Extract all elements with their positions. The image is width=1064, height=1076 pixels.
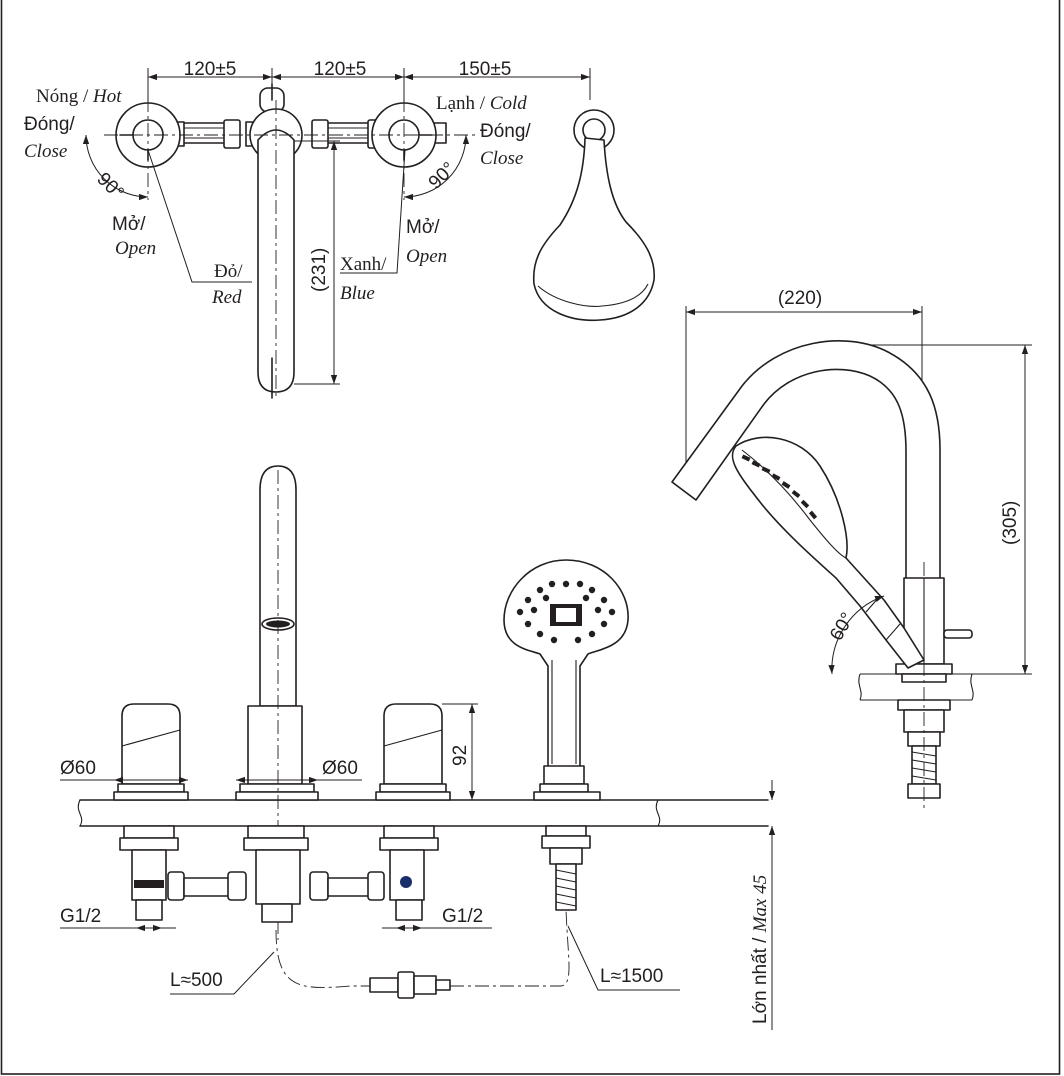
leader-hose-short xyxy=(170,951,275,995)
close-right-en: Close xyxy=(480,148,523,169)
rotation-arc-right xyxy=(403,134,470,201)
leader-hose-long xyxy=(567,925,680,991)
close-left-vi: Đóng/ xyxy=(24,114,75,135)
cold-label-vi: Lạnh / xyxy=(436,93,490,114)
angle-right-label: 90° xyxy=(425,158,460,193)
leader-red xyxy=(147,149,252,283)
angle-arc-60 xyxy=(828,595,885,675)
side-angle-label: 60° xyxy=(826,609,859,644)
dim-left-label: 120±5 xyxy=(184,59,237,80)
cold-label: Lạnh / Cold xyxy=(436,93,527,114)
spout-length-label: (231) xyxy=(309,248,330,292)
top-view: 120±5 120±5 150±5 Nóng / Hot Đóng/ Close… xyxy=(24,59,655,400)
hose-short-label: L≈500 xyxy=(170,970,223,991)
dim-middle-label: 120±5 xyxy=(314,59,367,80)
dim-right-label: 150±5 xyxy=(459,59,512,80)
thread-left-label: G1/2 xyxy=(60,906,101,927)
cold-label-en: Cold xyxy=(490,93,527,114)
front-view: Lớn nhất / Max 45 Ø60 xyxy=(60,465,776,1030)
hot-label-vi: Nóng / xyxy=(36,86,93,107)
hose-long-label: L≈1500 xyxy=(600,966,663,987)
angle-left-label: 90° xyxy=(92,169,127,204)
rotation-arc-left xyxy=(82,134,149,201)
cold-handle-front xyxy=(375,703,451,801)
red-vi: Đỏ/ xyxy=(214,261,243,282)
diverter-knob xyxy=(943,629,973,639)
hot-handle-front xyxy=(113,703,189,801)
arched-spout xyxy=(671,340,941,581)
spout-front xyxy=(235,465,319,940)
hand-shower-front xyxy=(503,559,629,801)
blue-vi: Xanh/ xyxy=(340,254,387,275)
under-deck-assembly xyxy=(119,825,591,999)
max-thickness-vi: Lớn nhất / xyxy=(750,932,771,1024)
open-right-en: Open xyxy=(406,246,447,267)
side-view: (220) (305) xyxy=(671,288,1032,810)
max-thickness-en: Max 45 xyxy=(750,875,771,934)
open-left-vi: Mở/ xyxy=(112,214,146,235)
side-height-label: (305) xyxy=(1000,501,1021,545)
open-right-vi: Mở/ xyxy=(406,217,440,238)
dia-middle-label: Ø60 xyxy=(322,758,358,779)
close-left-en: Close xyxy=(24,141,67,162)
shower-nozzle-row xyxy=(741,454,818,520)
open-left-en: Open xyxy=(115,238,156,259)
handle-height-label: 92 xyxy=(450,745,471,766)
leader-blue xyxy=(340,149,406,274)
side-width-label: (220) xyxy=(778,288,822,309)
hot-label: Nóng / Hot xyxy=(36,86,122,107)
shower-head-top xyxy=(532,109,655,322)
red-en: Red xyxy=(211,287,242,308)
max-thickness-label: Lớn nhất / Max 45 xyxy=(750,875,771,1024)
close-right-vi: Đóng/ xyxy=(480,121,531,142)
blue-en: Blue xyxy=(340,283,375,304)
thread-right-label: G1/2 xyxy=(442,906,483,927)
dia-left-label: Ø60 xyxy=(60,758,96,779)
hot-label-en: Hot xyxy=(92,86,122,107)
